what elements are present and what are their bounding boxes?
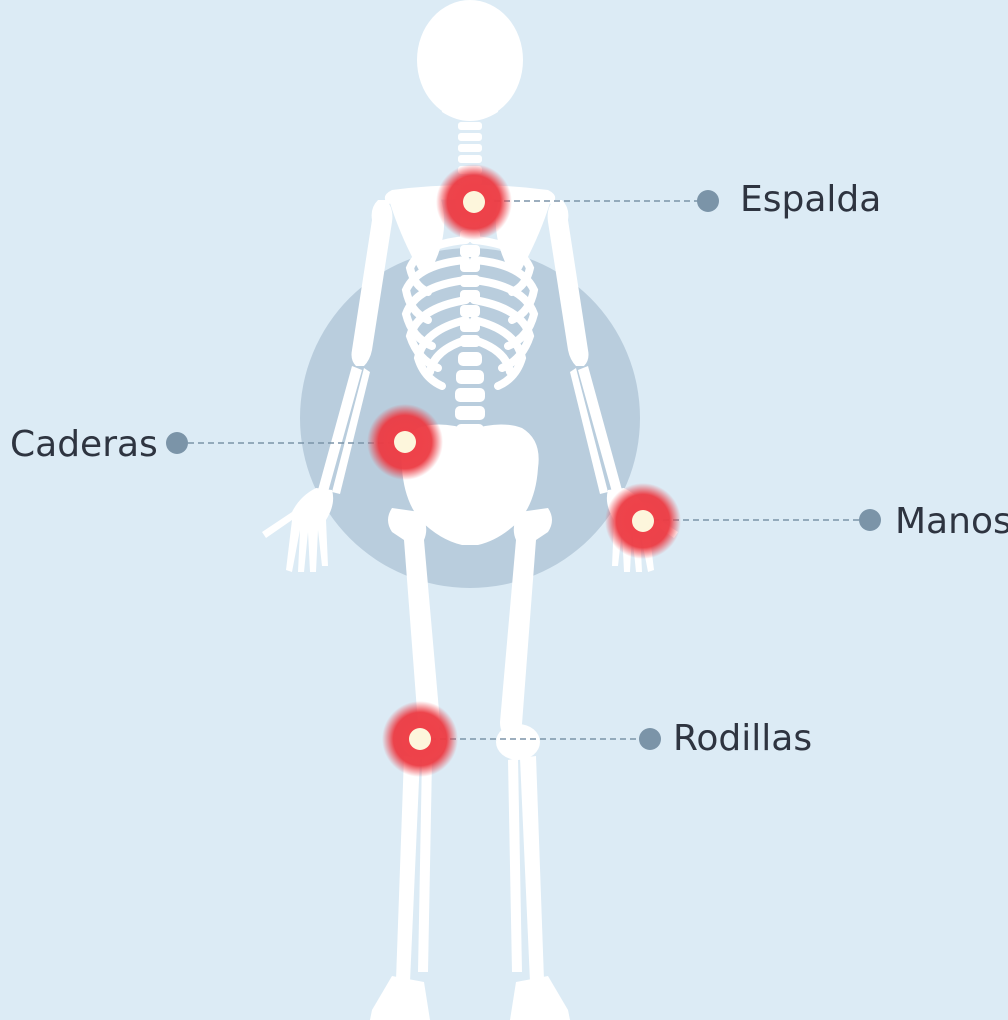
label-caderas: Caderas — [10, 424, 158, 465]
hotspot-core — [394, 431, 416, 453]
label-espalda: Espalda — [740, 179, 881, 220]
hotspot-espalda — [436, 164, 512, 240]
hotspot-rodillas — [382, 701, 458, 777]
label-rodillas: Rodillas — [673, 718, 812, 759]
right-knee-cap — [496, 724, 540, 760]
skull — [417, 0, 523, 120]
espalda-dot — [697, 190, 719, 212]
manos-dot — [859, 509, 881, 531]
hotspot-core — [409, 728, 431, 750]
hotspot-manos — [605, 483, 681, 559]
rodillas-dot — [639, 728, 661, 750]
caderas-dot — [166, 432, 188, 454]
hotspot-core — [463, 191, 485, 213]
label-manos: Manos — [895, 501, 1008, 542]
hotspot-core — [632, 510, 654, 532]
hotspot-caderas — [367, 404, 443, 480]
